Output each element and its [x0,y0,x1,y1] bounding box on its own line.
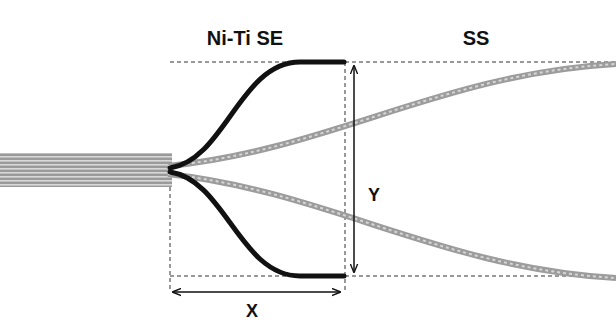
dimension-arrows [173,66,354,292]
wire-bundle [0,153,172,187]
material-label: Ni-Ti SE [207,28,283,48]
guide-lines [170,62,616,292]
ss-wires [168,64,616,278]
dimension-label: Y [368,186,380,204]
material-label: SS [463,28,490,48]
niti-wires [170,62,344,276]
dimension-label: X [246,302,258,320]
